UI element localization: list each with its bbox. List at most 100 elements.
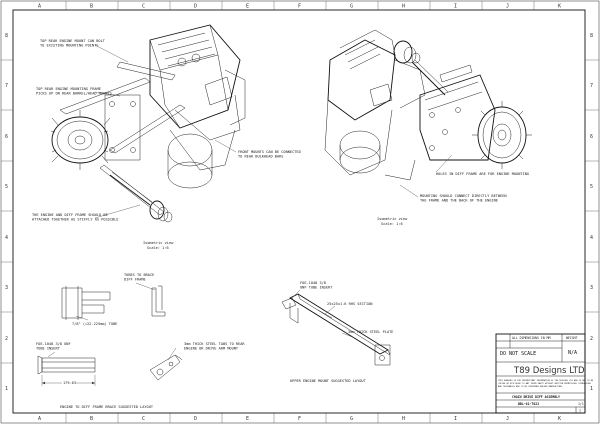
zone-col-bottom-h: H xyxy=(402,416,405,422)
brace-insert-drawing: 179.63 xyxy=(37,351,96,386)
note-upper-insert-2: UNF TUBE INSERT xyxy=(300,286,333,290)
left-engine-block xyxy=(149,24,246,189)
left-view-scale: Scale: 1:6 xyxy=(147,246,169,250)
zone-col-bottom-k: K xyxy=(558,416,561,422)
zone-col-bottom-d: D xyxy=(194,416,197,422)
zone-row-left-3: 3 xyxy=(5,285,8,291)
note-engine-diff-frame-2: ATTACHED TOGETHER AS STIFFLY AS POSSIBLE xyxy=(32,218,119,222)
note-tabs-2: ENGINE OR DRIVE ARM MOUNT xyxy=(184,347,239,351)
zone-row-right-4: 4 xyxy=(590,235,593,241)
upper-mount-caption: UPPER ENGINE MOUNT SUGGESTED LAYOUT xyxy=(290,379,367,383)
note-insert-1: FOE-1048 3/8 UNF xyxy=(36,342,71,346)
note-holes: HOLES IN DIFF FRAME ARE FOR ENGINE MOUNT… xyxy=(436,172,529,176)
tb-weight-label: WEIGHT xyxy=(566,336,578,340)
note-tubes-1: TUBES TO BRACE xyxy=(124,273,154,277)
dimension-179: 179.63 xyxy=(63,381,76,385)
zone-col-top-h: H xyxy=(402,4,405,10)
note-top-rear-bolt-2: TO EXISTING MOUNTING POINTS xyxy=(40,44,98,48)
zone-col-top-a: A xyxy=(38,4,41,10)
zone-col-bottom-g: G xyxy=(350,416,353,422)
zone-row-right-3: 3 xyxy=(590,285,593,291)
zone-col-bottom-f: F xyxy=(298,416,301,422)
tb-legal-2: COPIED OR DISCLOSED TO ANY THIRD PARTY W… xyxy=(498,382,592,385)
zone-col-bottom-i: I xyxy=(454,416,457,422)
zone-col-bottom-c: C xyxy=(142,416,145,422)
note-mounting-2: THE FRAME AND THE BACK OF THE ENGINE xyxy=(420,199,498,203)
left-output-shaft xyxy=(109,171,173,223)
zone-row-left-7: 7 xyxy=(5,83,8,89)
tb-do-not-scale: DO NOT SCALE xyxy=(500,351,536,357)
note-front-mounts-1: FRONT MOUNTS CAN BE CONNECTED xyxy=(238,150,301,154)
tb-weight-value: N/A xyxy=(568,350,577,356)
left-view-label: Isometric view xyxy=(143,241,174,245)
right-isometric-assembly xyxy=(324,29,532,181)
note-top-rear-frame-2: PICKS UP ON REAR BARREL/HEAD MOUNTS xyxy=(36,92,112,96)
right-sprocket-drawing xyxy=(472,101,532,169)
zone-col-bottom-j: J xyxy=(506,416,509,422)
note-upper-plate: 3mm THICK STEEL PLATE xyxy=(348,330,393,334)
note-engine-diff-frame-1: THE ENGINE AND DIFF FRAME SHOULD BE xyxy=(32,213,108,217)
note-tubes-2: DIFF FRAME xyxy=(124,278,146,282)
note-upper-insert-1: FOE-1048 3/8 xyxy=(300,281,326,285)
zone-col-top-k: K xyxy=(558,4,561,10)
zone-row-left-4: 4 xyxy=(5,235,8,241)
zone-row-right-2: 2 xyxy=(590,336,593,342)
zone-col-top-d: D xyxy=(194,4,197,10)
zone-col-bottom-e: E xyxy=(246,416,249,422)
note-upper-section: 25x25x1.6 RHS SECTION xyxy=(327,302,372,306)
zone-col-top-e: E xyxy=(246,4,249,10)
zone-col-top-g: G xyxy=(350,4,353,10)
left-isometric-assembly xyxy=(50,24,246,223)
right-view-label: Isometric view xyxy=(377,217,408,221)
note-mounting-1: MOUNTING SHOULD CONNECT DIRECTLY BETWEEN xyxy=(420,194,507,198)
right-view-notes: HOLES IN DIFF FRAME ARE FOR ENGINE MOUNT… xyxy=(377,154,529,226)
zone-row-left-1: 1 xyxy=(5,386,8,392)
zone-row-left-6: 6 xyxy=(5,134,8,140)
zone-row-left-2: 2 xyxy=(5,336,8,342)
right-engine-block xyxy=(324,29,426,181)
upper-mount-layout: FOE-1048 3/8 UNF TUBE INSERT 25x25x1.6 R… xyxy=(281,281,393,383)
brace-tube-bracket xyxy=(135,282,166,317)
zone-col-bottom-b: B xyxy=(90,416,93,422)
left-view-notes: TOP REAR ENGINE MOUNT CAN BOLT TO EXISTI… xyxy=(32,39,301,250)
zone-row-right-8: 8 xyxy=(590,33,593,39)
zone-row-right-6: 6 xyxy=(590,134,593,140)
brace-layout-caption: ENGINE TO DIFF FRAME BRACE SUGGESTED LAY… xyxy=(60,405,154,409)
tb-drawing-number: BBL-01-T022 xyxy=(518,402,539,406)
brace-layout: 179.63 TUBES TO BRACE DIFF FRAME 7/8" (=… xyxy=(36,273,245,409)
title-block: ALL DIMENSIONS IN MM DO NOT SCALE WEIGHT… xyxy=(495,333,594,414)
zone-col-top-j: J xyxy=(506,4,509,10)
note-insert-2: TUBE INSERT xyxy=(36,347,61,351)
brace-tube-sketch xyxy=(61,286,111,321)
tb-sheet: 1/1 xyxy=(578,402,584,406)
note-tube-dim: 7/8" (=22.225mm) TUBE xyxy=(72,322,117,326)
note-tabs-1: 3mm THICK STEEL TABS TO REAR xyxy=(184,342,245,346)
zone-col-top-c: C xyxy=(142,4,145,10)
tb-legal-3: AND TOLERANCES ARE TO BE CONFIRMED BEFOR… xyxy=(498,385,563,388)
zone-row-left-5: 5 xyxy=(5,184,8,190)
upper-mount-frame-drawing xyxy=(281,289,391,366)
zone-row-right-7: 7 xyxy=(590,83,593,89)
right-view-scale: Scale: 1:6 xyxy=(381,222,403,226)
tb-rev: 1 xyxy=(579,409,581,413)
zone-col-top-f: F xyxy=(298,4,301,10)
zone-row-left-8: 8 xyxy=(5,33,8,39)
tb-drawing-title: CHAIN DRIVE DIFF ASSEMBLY xyxy=(512,395,560,399)
left-sprocket-drawing xyxy=(50,110,111,170)
note-top-rear-bolt-1: TOP REAR ENGINE MOUNT CAN BOLT xyxy=(40,39,106,43)
tb-legal-1: THIS DRAWING IS THE PROPRIETARY INFORMAT… xyxy=(498,379,594,382)
brace-steel-tab xyxy=(149,347,183,381)
zone-row-right-1: 1 xyxy=(590,386,593,392)
note-top-rear-frame-1: TOP REAR ENGINE MOUNTING FRAME xyxy=(36,87,101,91)
note-front-mounts-2: TO REAR BULKHEAD BARS xyxy=(238,155,283,159)
right-diff-frame xyxy=(419,64,496,161)
zone-col-top-i: I xyxy=(454,4,457,10)
zone-row-right-5: 5 xyxy=(590,184,593,190)
tb-company-logo: T89 Designs LTD xyxy=(513,366,585,376)
zone-col-bottom-a: A xyxy=(38,416,41,422)
tb-dims-note: ALL DIMENSIONS IN MM xyxy=(512,336,550,340)
left-frame-bars xyxy=(59,61,186,216)
right-clutch-hub xyxy=(393,40,449,96)
